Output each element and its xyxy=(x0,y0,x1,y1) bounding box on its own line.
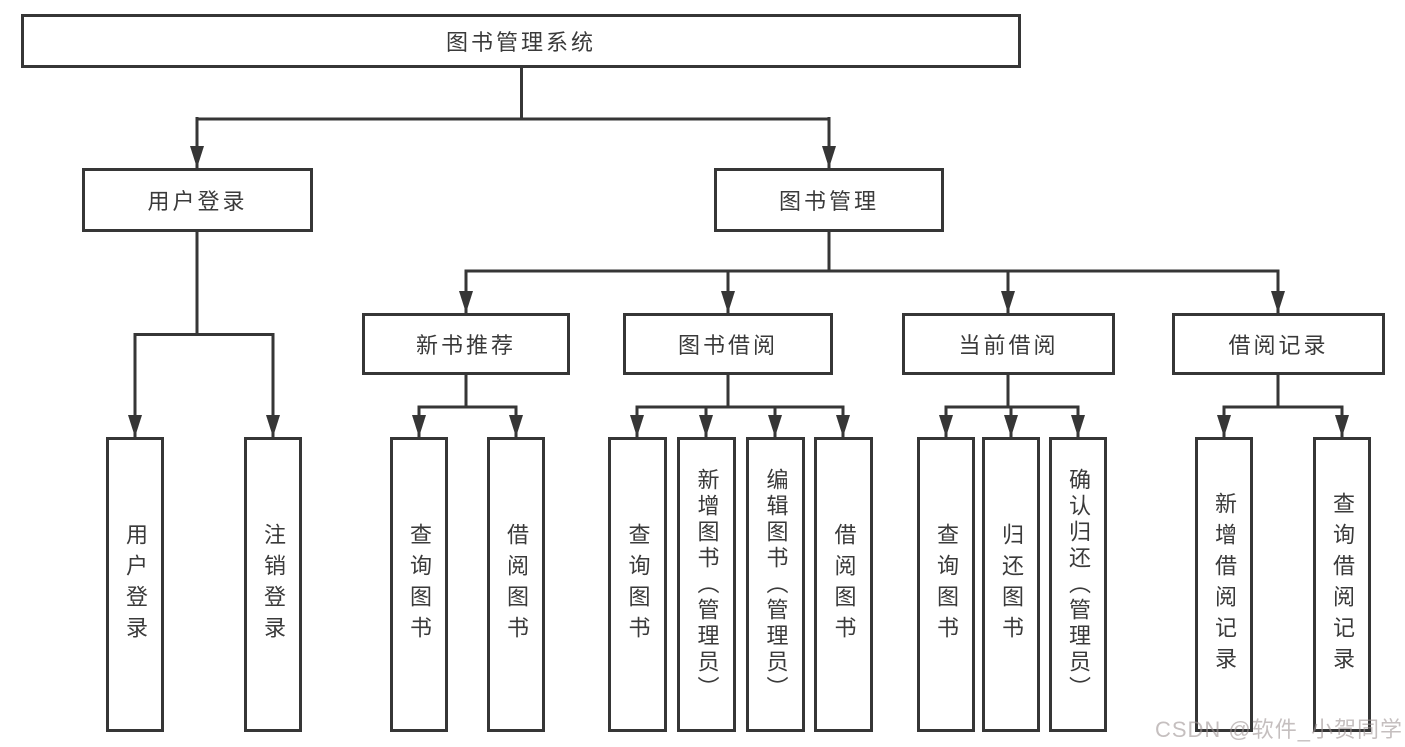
leaf-label: 归还图书 xyxy=(999,522,1024,647)
node-leaf-return-books: 归还图书 xyxy=(982,437,1040,732)
node-book-borrowing: 图书借阅 xyxy=(623,313,833,375)
node-root: 图书管理系统 xyxy=(21,14,1021,68)
leaf-label: 用户登录 xyxy=(123,522,148,647)
node-book-borrowing-label: 图书借阅 xyxy=(677,333,778,358)
node-current-borrowing: 当前借阅 xyxy=(902,313,1115,375)
watermark: CSDN @软件_小贺同学 xyxy=(1154,717,1403,742)
leaf-label: 新增图书（管理员） xyxy=(694,467,720,702)
node-root-label: 图书管理系统 xyxy=(445,30,596,55)
leaf-label: 查询图书 xyxy=(407,522,432,647)
leaf-label: 借阅图书 xyxy=(831,522,857,647)
node-leaf-add-books-admin: 新增图书（管理员） xyxy=(677,437,736,732)
node-leaf-borrow-books: 借阅图书 xyxy=(814,437,873,732)
node-user-login-label: 用户登录 xyxy=(147,189,248,214)
leaf-label: 确认归还（管理员） xyxy=(1066,467,1091,702)
node-leaf-confirm-return-admin: 确认归还（管理员） xyxy=(1049,437,1107,732)
node-leaf-query-books-recommend: 查询图书 xyxy=(390,437,448,732)
node-leaf-add-borrow-record: 新增借阅记录 xyxy=(1195,437,1253,732)
leaf-label: 借阅图书 xyxy=(504,522,529,647)
node-leaf-edit-books-admin: 编辑图书（管理员） xyxy=(746,437,805,732)
node-borrowing-records-label: 借阅记录 xyxy=(1228,333,1329,358)
leaf-label: 查询图书 xyxy=(934,522,959,647)
node-book-management-label: 图书管理 xyxy=(778,189,879,214)
leaf-label: 查询借阅记录 xyxy=(1330,491,1355,678)
leaf-label: 编辑图书（管理员） xyxy=(763,467,789,702)
node-leaf-borrow-books-recommend: 借阅图书 xyxy=(487,437,545,732)
node-leaf-query-books-current: 查询图书 xyxy=(917,437,975,732)
node-new-book-recommend-label: 新书推荐 xyxy=(415,333,516,358)
node-borrowing-records: 借阅记录 xyxy=(1172,313,1385,375)
node-leaf-query-books-borrowing: 查询图书 xyxy=(608,437,667,732)
node-book-management: 图书管理 xyxy=(714,168,944,232)
leaf-label: 查询图书 xyxy=(625,522,651,647)
node-new-book-recommend: 新书推荐 xyxy=(362,313,570,375)
node-user-login: 用户登录 xyxy=(82,168,313,232)
leaf-label: 新增借阅记录 xyxy=(1212,491,1237,678)
node-leaf-user-login: 用户登录 xyxy=(106,437,164,732)
node-current-borrowing-label: 当前借阅 xyxy=(958,333,1059,358)
leaf-label: 注销登录 xyxy=(261,522,286,647)
node-leaf-query-borrow-record: 查询借阅记录 xyxy=(1313,437,1371,732)
node-leaf-logout: 注销登录 xyxy=(244,437,302,732)
